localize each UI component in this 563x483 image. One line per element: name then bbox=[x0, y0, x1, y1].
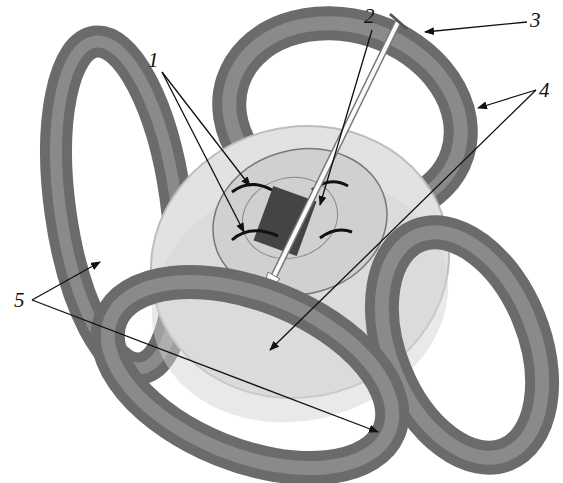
callout-number: 4 bbox=[539, 80, 550, 101]
callout-number: 1 bbox=[148, 50, 159, 71]
coil-ring bbox=[81, 245, 419, 483]
callout-number: 2 bbox=[364, 6, 375, 27]
callout-number: 3 bbox=[530, 10, 541, 31]
callout-number: 5 bbox=[14, 290, 25, 311]
leader-lines bbox=[32, 22, 536, 432]
